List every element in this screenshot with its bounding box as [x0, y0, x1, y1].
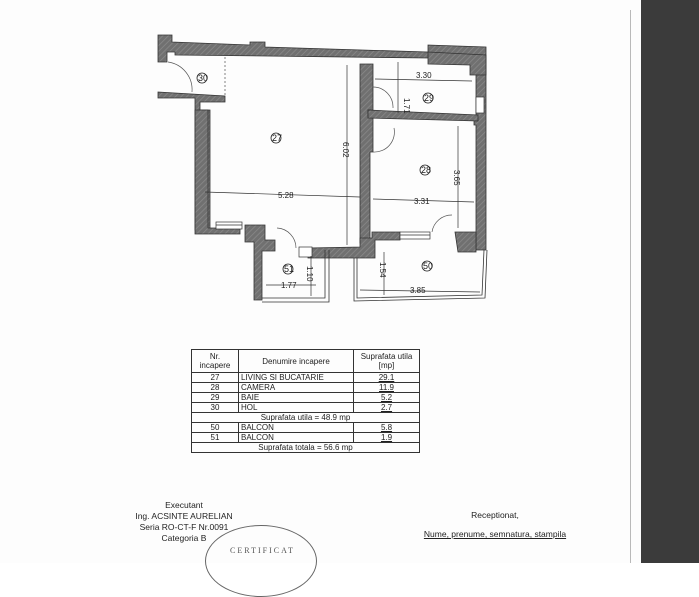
room-label-50: 50 — [423, 261, 433, 271]
row-name: CAMERA — [238, 382, 354, 393]
executant-category: Categoria B — [161, 533, 207, 543]
room-label-51: 51 — [284, 264, 294, 274]
dim-5-28: 5.28 — [278, 191, 294, 200]
room-label-29: 29 — [424, 93, 434, 103]
dim-1-54: 1.54 — [378, 262, 387, 278]
executant-series: Seria RO-CT-F Nr.0091 — [139, 522, 229, 532]
dim-1-71: 1.71 — [402, 98, 411, 114]
table-row: 29 BAIE 5.2 — [191, 392, 420, 403]
dim-3-65: 3.65 — [452, 170, 461, 186]
executant-block: Executant Ing. ACSINTE AURELIAN Seria RO… — [84, 500, 284, 544]
row-nr: 30 — [191, 402, 239, 413]
room-labels: 30 27 29 28 50 51 — [196, 72, 434, 275]
dim-3-85: 3.85 — [410, 286, 426, 295]
row-area: 5.2 — [353, 392, 420, 403]
table-row: 50 BALCON 5.8 — [191, 422, 420, 433]
dimension-lines — [204, 62, 481, 296]
row-area: 1.9 — [353, 432, 420, 443]
row-nr: 28 — [191, 382, 239, 393]
receptionat-block: Receptionat, Nume, prenume, semnatura, s… — [395, 510, 595, 540]
row-name: BALCON — [238, 422, 354, 433]
row-name: BAIE — [238, 392, 354, 403]
row-name: BALCON — [238, 432, 354, 443]
windows — [215, 96, 485, 258]
row-area: 29.1 — [353, 372, 420, 383]
receptionat-title: Receptionat, — [471, 510, 519, 520]
table-header-row: Nr. incapere Denumire incapere Suprafata… — [191, 349, 420, 373]
receptionat-fields: Nume, prenume, semnatura, stampila — [423, 529, 567, 539]
row-name: HOL — [238, 402, 354, 413]
subtotal-row: Suprafata utila = 48.9 mp — [191, 412, 420, 423]
total-text: Suprafata totala = 56.6 mp — [191, 442, 420, 453]
row-area: 2.7 — [353, 402, 420, 413]
subtotal-text: Suprafata utila = 48.9 mp — [191, 412, 420, 423]
balcony-outlines — [262, 249, 488, 303]
row-nr: 29 — [191, 392, 239, 403]
row-area: 11.9 — [353, 382, 420, 393]
dim-6-02: 6.02 — [341, 142, 350, 158]
stamp-text: CERTIFICAT — [230, 546, 295, 555]
executant-name: Ing. ACSINTE AURELIAN — [135, 511, 233, 521]
room-label-28: 28 — [421, 165, 431, 175]
row-nr: 50 — [191, 422, 239, 433]
dim-1-10: 1.10 — [305, 266, 314, 282]
header-name: Denumire incapere — [238, 349, 354, 373]
dim-1-77: 1.77 — [281, 281, 297, 290]
row-nr: 27 — [191, 372, 239, 383]
dimension-labels: 3.30 1.71 6.02 5.28 3.31 3.65 1.54 3.85 … — [278, 71, 461, 295]
row-nr: 51 — [191, 432, 239, 443]
row-area: 5.8 — [353, 422, 420, 433]
page-edge — [630, 10, 631, 563]
dim-3-30: 3.30 — [416, 71, 432, 80]
table-row: 28 CAMERA 11.9 — [191, 382, 420, 393]
row-name: LIVING SI BUCATARIE — [238, 372, 354, 383]
rooms-table: Nr. incapere Denumire incapere Suprafata… — [191, 349, 420, 453]
room-label-30: 30 — [198, 73, 208, 83]
room-label-27: 27 — [272, 133, 282, 143]
table-row: 27 LIVING SI BUCATARIE 29.1 — [191, 372, 420, 383]
floor-plan: 30 27 29 28 50 51 3.30 1.71 6.02 5.28 3.… — [157, 34, 488, 303]
header-area: Suprafata utila [mp] — [353, 349, 420, 373]
document-page — [0, 0, 641, 563]
dim-3-31: 3.31 — [414, 197, 430, 206]
table-row: 51 BALCON 1.9 — [191, 432, 420, 443]
header-nr: Nr. incapere — [191, 349, 239, 373]
dark-side-panel — [641, 0, 699, 563]
total-row: Suprafata totala = 56.6 mp — [191, 442, 420, 453]
executant-title: Executant — [165, 500, 203, 510]
certificate-stamp — [205, 525, 317, 597]
doors — [167, 61, 453, 249]
table-row: 30 HOL 2.7 — [191, 402, 420, 413]
